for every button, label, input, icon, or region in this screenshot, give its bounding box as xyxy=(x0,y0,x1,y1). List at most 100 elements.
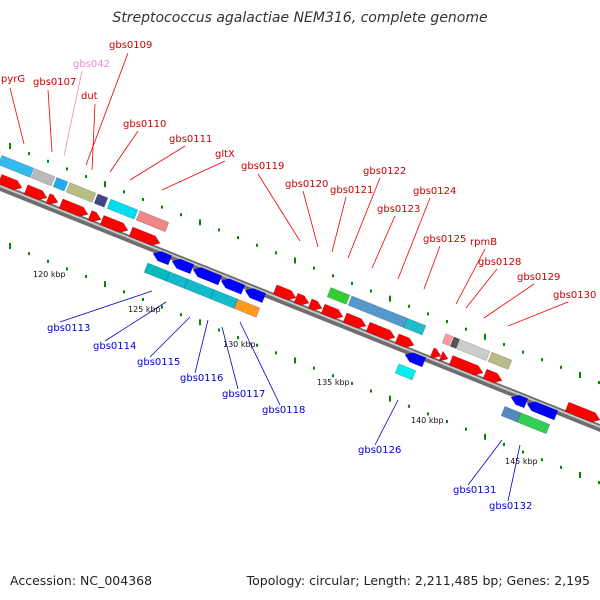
feature-forward-12[interactable] xyxy=(456,339,491,362)
feature-reverse-3[interactable] xyxy=(209,289,239,309)
feature-reverse-2[interactable] xyxy=(183,278,215,300)
leader-line-24 xyxy=(239,321,281,406)
feature-forward-4[interactable] xyxy=(93,193,109,208)
cds-forward-8[interactable] xyxy=(293,292,310,306)
feature-reverse-4[interactable] xyxy=(233,298,261,318)
leader-line-26 xyxy=(467,439,503,486)
feature-forward-0[interactable] xyxy=(0,154,35,178)
leader-line-22 xyxy=(194,319,209,374)
gene-label-gbs0114[interactable]: gbs0114 xyxy=(93,341,136,352)
cds-forward-18[interactable] xyxy=(564,401,600,423)
feature-reverse-1[interactable] xyxy=(165,271,189,289)
gene-label-gbs0125[interactable]: gbs0125 xyxy=(423,234,466,245)
leader-line-12 xyxy=(371,215,396,269)
cds-forward-2[interactable] xyxy=(45,193,59,205)
cds-forward-17[interactable] xyxy=(482,368,503,383)
leader-line-25 xyxy=(374,399,399,446)
genome-stats-text: Topology: circular; Length: 2,211,485 bp… xyxy=(246,573,590,588)
map-title: Streptococcus agalactiae NEM316, complet… xyxy=(112,10,488,26)
gene-label-gbs0126[interactable]: gbs0126 xyxy=(358,445,401,456)
feature-forward-3[interactable] xyxy=(65,182,97,203)
scale-label-130kbp: 130 kbp xyxy=(223,340,256,349)
leader-line-9 xyxy=(302,190,319,248)
gene-label-gbs0107[interactable]: gbs0107 xyxy=(33,77,76,88)
cds-forward-3[interactable] xyxy=(58,198,89,217)
leader-line-16 xyxy=(465,268,498,309)
gene-label-dut[interactable]: dut xyxy=(81,91,98,102)
gene-label-rpmB[interactable]: rpmB xyxy=(470,237,497,248)
gene-label-gltX[interactable]: gltX xyxy=(215,149,235,160)
cds-forward-11[interactable] xyxy=(342,312,367,329)
cds-forward-13[interactable] xyxy=(394,333,415,348)
feature-forward-11[interactable] xyxy=(449,336,461,349)
leader-line-8 xyxy=(257,173,301,242)
leader-line-13 xyxy=(397,197,431,280)
cds-forward-9[interactable] xyxy=(307,298,323,311)
scale-label-140kbp: 140 kbp xyxy=(411,416,444,425)
feature-forward-6[interactable] xyxy=(135,210,170,233)
gene-label-gbs0131[interactable]: gbs0131 xyxy=(453,485,496,496)
feature-reverse-7[interactable] xyxy=(516,412,551,435)
feature-forward-5[interactable] xyxy=(106,198,139,220)
cds-reverse-0[interactable] xyxy=(152,251,173,266)
gene-label-gbs0111[interactable]: gbs0111 xyxy=(169,134,212,145)
gene-label-gbs0110[interactable]: gbs0110 xyxy=(123,119,166,130)
leader-line-15 xyxy=(455,248,486,305)
gene-label-pyrG[interactable]: pyrG xyxy=(1,74,25,85)
cds-forward-4[interactable] xyxy=(87,210,102,222)
leader-line-19 xyxy=(59,290,153,323)
cds-reverse-5[interactable] xyxy=(404,352,427,368)
gene-label-gbs0118[interactable]: gbs0118 xyxy=(262,405,305,416)
scale-label-125kbp: 125 kbp xyxy=(128,305,161,314)
cds-reverse-4[interactable] xyxy=(244,288,267,304)
feature-forward-2[interactable] xyxy=(52,177,69,192)
leader-line-0 xyxy=(9,87,25,145)
leader-line-7 xyxy=(161,160,226,191)
feature-forward-7[interactable] xyxy=(326,287,351,305)
gene-label-gbs0117[interactable]: gbs0117 xyxy=(222,389,265,400)
cds-reverse-3[interactable] xyxy=(220,278,246,295)
gene-label-gbs0116[interactable]: gbs0116 xyxy=(180,373,223,384)
cds-forward-7[interactable] xyxy=(272,284,297,301)
cds-forward-0[interactable] xyxy=(0,173,23,191)
cds-forward-16[interactable] xyxy=(448,355,484,376)
forward-gene-labels: pyrG gbs0107 gbs042 gbs0109 dut gbs0110 … xyxy=(1,40,596,301)
gene-label-gbs0124[interactable]: gbs0124 xyxy=(413,186,456,197)
cds-forward-5[interactable] xyxy=(99,214,129,233)
gene-label-gbs0121[interactable]: gbs0121 xyxy=(330,185,373,196)
gene-label-gbs0128[interactable]: gbs0128 xyxy=(478,257,521,268)
cds-forward-6[interactable] xyxy=(128,226,161,246)
cds-reverse-2[interactable] xyxy=(192,267,223,286)
cds-reverse-6[interactable] xyxy=(510,394,529,409)
cds-forward-1[interactable] xyxy=(23,184,48,201)
leader-line-6 xyxy=(129,145,186,181)
gene-label-gbs042[interactable]: gbs042 xyxy=(73,59,110,70)
leader-line-20 xyxy=(104,301,167,342)
leader-line-5 xyxy=(109,130,139,173)
gene-label-gbs0122[interactable]: gbs0122 xyxy=(363,166,406,177)
gene-label-gbs0129[interactable]: gbs0129 xyxy=(517,272,560,283)
feature-forward-10[interactable] xyxy=(441,333,454,347)
feature-forward-9[interactable] xyxy=(402,317,427,336)
gene-label-gbs0119[interactable]: gbs0119 xyxy=(241,161,284,172)
cds-forward-15[interactable] xyxy=(438,351,449,362)
gene-label-gbs0130[interactable]: gbs0130 xyxy=(553,290,596,301)
gene-label-gbs0115[interactable]: gbs0115 xyxy=(137,357,180,368)
leader-line-4 xyxy=(91,103,96,171)
cds-reverse-7[interactable] xyxy=(526,401,559,421)
scale-label-135kbp: 135 kbp xyxy=(317,378,350,387)
feature-forward-1[interactable] xyxy=(30,168,56,187)
gene-label-gbs0120[interactable]: gbs0120 xyxy=(285,179,328,190)
cds-forward-12[interactable] xyxy=(365,321,396,341)
gene-label-gbs0113[interactable]: gbs0113 xyxy=(47,323,90,334)
gene-label-gbs0123[interactable]: gbs0123 xyxy=(377,204,420,215)
cds-forward-10[interactable] xyxy=(320,303,344,320)
feature-reverse-0[interactable] xyxy=(143,262,171,282)
feature-reverse-5[interactable] xyxy=(394,363,417,381)
cds-reverse-1[interactable] xyxy=(171,258,195,275)
scale-ticks xyxy=(9,143,600,485)
gene-label-gbs0109[interactable]: gbs0109 xyxy=(109,40,152,51)
cds-forward-14[interactable] xyxy=(429,347,442,359)
gene-label-gbs0132[interactable]: gbs0132 xyxy=(489,501,532,512)
feature-forward-13[interactable] xyxy=(487,351,513,370)
